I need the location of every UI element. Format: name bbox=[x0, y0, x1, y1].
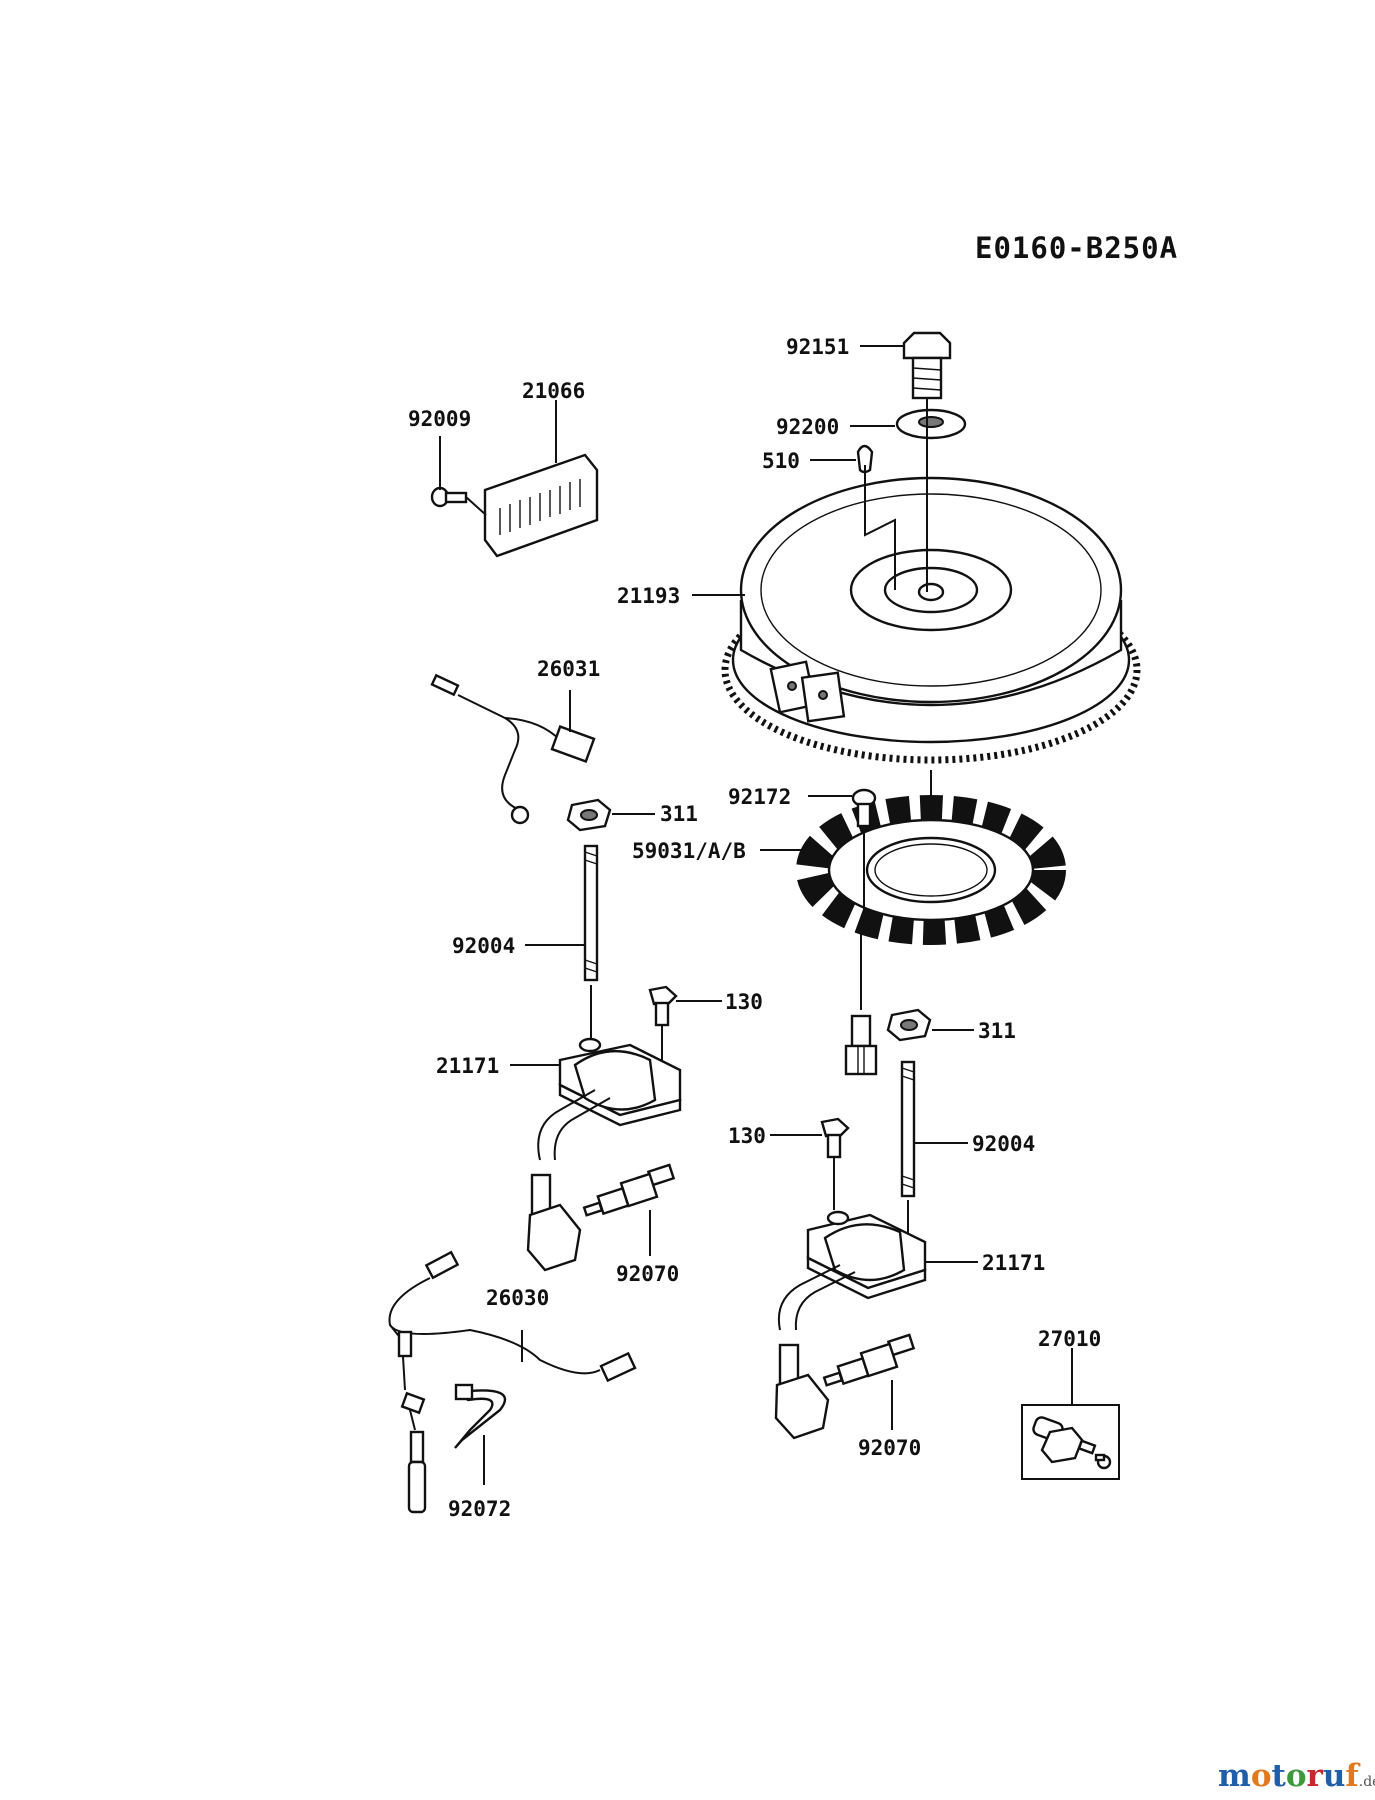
harness-26031 bbox=[430, 673, 596, 825]
label-92004-right: 92004 bbox=[972, 1132, 1035, 1156]
regulator bbox=[483, 453, 599, 558]
woodruff-key bbox=[856, 444, 874, 474]
spark-plug-left bbox=[582, 1163, 676, 1217]
label-26030: 26030 bbox=[486, 1286, 549, 1310]
watermark-logo: motoruf.de bbox=[1218, 1758, 1375, 1794]
flywheel-washer bbox=[895, 408, 967, 440]
plug-cap-left bbox=[526, 1173, 582, 1272]
spark-plug-right bbox=[822, 1333, 916, 1387]
coil-screw-right bbox=[820, 1117, 850, 1159]
label-92070-left: 92070 bbox=[616, 1262, 679, 1286]
label-92200: 92200 bbox=[776, 415, 839, 439]
stud-left bbox=[583, 844, 599, 982]
harness-26030 bbox=[388, 1250, 637, 1514]
label-92009: 92009 bbox=[408, 407, 471, 431]
label-21171-left: 21171 bbox=[436, 1054, 499, 1078]
stator-connector bbox=[844, 930, 878, 1076]
label-92070-right: 92070 bbox=[858, 1436, 921, 1460]
label-59031: 59031/A/B bbox=[632, 839, 746, 863]
nut-left bbox=[566, 798, 612, 832]
regulator-screw bbox=[430, 486, 468, 508]
stud-right bbox=[900, 1060, 916, 1198]
cable-strap bbox=[454, 1383, 507, 1449]
label-21193: 21193 bbox=[617, 584, 680, 608]
label-130-right: 130 bbox=[728, 1124, 766, 1148]
label-92072: 92072 bbox=[448, 1497, 511, 1521]
label-92172: 92172 bbox=[728, 785, 791, 809]
label-311-right: 311 bbox=[978, 1019, 1016, 1043]
flywheel bbox=[721, 476, 1141, 764]
coil-screw-left bbox=[648, 985, 678, 1027]
diagram-code: E0160-B250A bbox=[975, 231, 1178, 265]
label-21066: 21066 bbox=[522, 379, 585, 403]
part-labels: 92151 92200 510 21193 21066 92009 26031 … bbox=[408, 335, 1101, 1521]
oil-pressure-switch-box bbox=[1021, 1348, 1120, 1480]
label-130-left: 130 bbox=[725, 990, 763, 1014]
stator bbox=[796, 795, 1066, 945]
svg-text:motoruf.de: motoruf.de bbox=[1218, 1758, 1375, 1794]
label-510: 510 bbox=[762, 449, 800, 473]
label-27010: 27010 bbox=[1038, 1327, 1101, 1351]
nut-right bbox=[886, 1008, 932, 1042]
ignition-coil-right bbox=[778, 1210, 927, 1331]
regulator-screw-line bbox=[465, 496, 487, 516]
label-311-left: 311 bbox=[660, 802, 698, 826]
label-92004-left: 92004 bbox=[452, 934, 515, 958]
leader-lines bbox=[439, 345, 978, 1362]
flywheel-bolt bbox=[902, 331, 952, 400]
ignition-coil-left bbox=[537, 1037, 682, 1161]
plug-cap-right bbox=[774, 1343, 830, 1440]
key-line bbox=[864, 465, 896, 590]
label-21171-right: 21171 bbox=[982, 1251, 1045, 1275]
label-26031: 26031 bbox=[537, 657, 600, 681]
label-92151: 92151 bbox=[786, 335, 849, 359]
